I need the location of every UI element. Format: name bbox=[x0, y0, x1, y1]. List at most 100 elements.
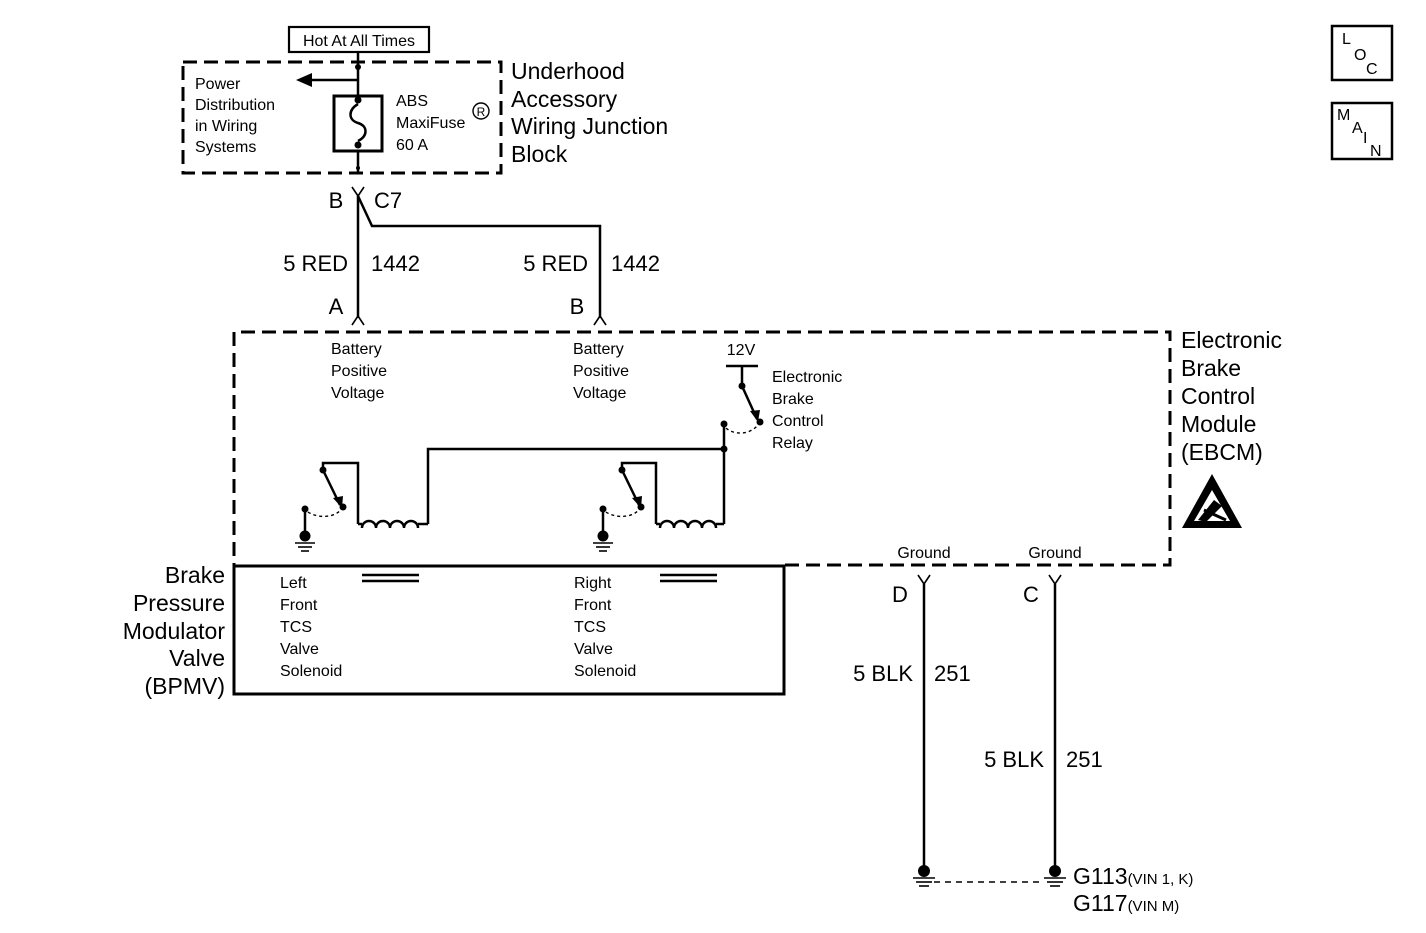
svg-text:Valve: Valve bbox=[169, 645, 225, 671]
svg-text:Left: Left bbox=[280, 575, 307, 592]
wire-a-color: 5 RED bbox=[283, 251, 348, 276]
svg-text:Brake: Brake bbox=[165, 562, 225, 588]
svg-text:L: L bbox=[1342, 31, 1351, 48]
svg-text:Modulator: Modulator bbox=[123, 618, 226, 644]
svg-text:TCS: TCS bbox=[280, 619, 312, 636]
underhood-block-title: Underhood Accessory Wiring Junction Bloc… bbox=[511, 58, 668, 167]
svg-text:Distribution: Distribution bbox=[195, 97, 275, 114]
svg-text:Electronic: Electronic bbox=[1181, 327, 1282, 353]
ebcm-relay-label: Electronic Brake Control Relay bbox=[772, 369, 842, 452]
loc-button[interactable]: L O C bbox=[1330, 24, 1394, 82]
svg-text:Wiring Junction: Wiring Junction bbox=[511, 113, 668, 139]
svg-text:Positive: Positive bbox=[573, 363, 629, 380]
bpmv-title: Brake Pressure Modulator Valve (BPMV) bbox=[123, 562, 226, 699]
svg-text:Pressure: Pressure bbox=[133, 590, 225, 616]
relay-12v-label: 12V bbox=[727, 342, 756, 359]
svg-text:60 A: 60 A bbox=[396, 137, 428, 154]
right-solenoid-driver bbox=[593, 461, 658, 552]
wire-c-circuit: 251 bbox=[1066, 747, 1103, 772]
left-solenoid-core-icon bbox=[362, 573, 419, 583]
abs-maxifuse-label: ABS MaxiFuse 60 A bbox=[396, 93, 465, 154]
svg-text:Solenoid: Solenoid bbox=[574, 663, 636, 680]
left-solenoid-coil bbox=[358, 519, 428, 529]
svg-text:Battery: Battery bbox=[573, 341, 624, 358]
fuse-element-icon bbox=[349, 102, 367, 143]
relay-switch-arrow bbox=[750, 410, 760, 422]
ground-label-d: Ground bbox=[897, 545, 950, 562]
svg-text:Front: Front bbox=[574, 597, 612, 614]
svg-text:M: M bbox=[1337, 107, 1350, 124]
ebcm-pin-c-connector bbox=[1048, 574, 1062, 586]
ground-g113-label: G113(VIN 1, K) bbox=[1073, 863, 1193, 889]
registered-mark: R bbox=[477, 105, 486, 119]
ebcm-title: Electronic Brake Control Module (EBCM) bbox=[1181, 327, 1282, 465]
svg-text:Voltage: Voltage bbox=[331, 385, 384, 402]
svg-text:Electronic: Electronic bbox=[772, 369, 842, 386]
ebcm-pin-b-connector bbox=[593, 314, 607, 326]
ground-g113-icon bbox=[913, 865, 935, 887]
esd-warning-icon bbox=[1182, 474, 1242, 528]
svg-text:Valve: Valve bbox=[574, 641, 613, 658]
svg-text:I: I bbox=[1363, 130, 1367, 147]
wire-a-circuit: 1442 bbox=[371, 251, 420, 276]
wire-b-circuit: 1442 bbox=[611, 251, 660, 276]
right-solenoid-coil bbox=[656, 519, 724, 529]
bpmv-outline bbox=[232, 564, 786, 696]
hot-at-all-times-label: Hot At All Times bbox=[303, 33, 415, 50]
ground-g117-label: G117(VIN M) bbox=[1073, 890, 1179, 916]
svg-text:Power: Power bbox=[195, 76, 241, 93]
svg-text:(BPMV): (BPMV) bbox=[145, 673, 226, 699]
ebcm-pin-a-connector bbox=[351, 314, 365, 326]
svg-text:Control: Control bbox=[772, 413, 824, 430]
registered-mark-circle bbox=[472, 102, 490, 120]
wire-d-color: 5 BLK bbox=[853, 661, 913, 686]
svg-text:C: C bbox=[1366, 61, 1378, 78]
right-solenoid-core-icon bbox=[660, 573, 717, 583]
main-button[interactable]: M A I N bbox=[1330, 101, 1394, 161]
svg-text:Systems: Systems bbox=[195, 139, 256, 156]
svg-text:MaxiFuse: MaxiFuse bbox=[396, 115, 465, 132]
svg-text:Voltage: Voltage bbox=[573, 385, 626, 402]
ebcm-outline bbox=[232, 330, 1172, 567]
svg-text:TCS: TCS bbox=[574, 619, 606, 636]
right-front-tcs-solenoid-label: Right Front TCS Valve Solenoid bbox=[574, 575, 636, 680]
svg-text:in Wiring: in Wiring bbox=[195, 118, 257, 135]
fuse-lower-dot bbox=[356, 166, 360, 170]
ground-g117-icon bbox=[1044, 865, 1066, 887]
left-front-tcs-solenoid-label: Left Front TCS Valve Solenoid bbox=[280, 575, 342, 680]
svg-text:N: N bbox=[1370, 143, 1382, 160]
solenoid-supply-bus bbox=[426, 447, 724, 524]
svg-text:Accessory: Accessory bbox=[511, 86, 618, 112]
wire-b-color: 5 RED bbox=[523, 251, 588, 276]
svg-text:Front: Front bbox=[280, 597, 318, 614]
c7-pin-label: B bbox=[329, 188, 344, 213]
svg-text:Valve: Valve bbox=[280, 641, 319, 658]
wire-1442-b bbox=[356, 195, 602, 318]
svg-text:Brake: Brake bbox=[772, 391, 814, 408]
battery-positive-voltage-1: Battery Positive Voltage bbox=[331, 341, 387, 402]
ground-label-c: Ground bbox=[1028, 545, 1081, 562]
c7-connector-label: C7 bbox=[374, 188, 402, 213]
battery-positive-voltage-2: Battery Positive Voltage bbox=[573, 341, 629, 402]
svg-text:(EBCM): (EBCM) bbox=[1181, 439, 1263, 465]
wire-c-color: 5 BLK bbox=[984, 747, 1044, 772]
ebcm-pin-d-label: D bbox=[892, 582, 908, 607]
fuse-bottom-node bbox=[354, 141, 362, 149]
svg-text:Block: Block bbox=[511, 141, 568, 167]
svg-text:Module: Module bbox=[1181, 411, 1256, 437]
c7-connector-symbol bbox=[351, 186, 365, 198]
svg-text:A: A bbox=[1352, 120, 1363, 137]
underhood-junction-block-outline bbox=[181, 60, 503, 175]
left-solenoid-driver bbox=[295, 461, 360, 552]
ebcm-pin-c-label: C bbox=[1023, 582, 1039, 607]
svg-text:Underhood: Underhood bbox=[511, 58, 625, 84]
power-distribution-label: Power Distribution in Wiring Systems bbox=[195, 76, 275, 156]
fuse-upper-dot bbox=[355, 64, 361, 70]
svg-text:Relay: Relay bbox=[772, 435, 813, 452]
svg-text:Positive: Positive bbox=[331, 363, 387, 380]
wire-d-circuit: 251 bbox=[934, 661, 971, 686]
relay-coil-link bbox=[723, 421, 761, 434]
svg-text:Battery: Battery bbox=[331, 341, 382, 358]
svg-text:Right: Right bbox=[574, 575, 612, 592]
